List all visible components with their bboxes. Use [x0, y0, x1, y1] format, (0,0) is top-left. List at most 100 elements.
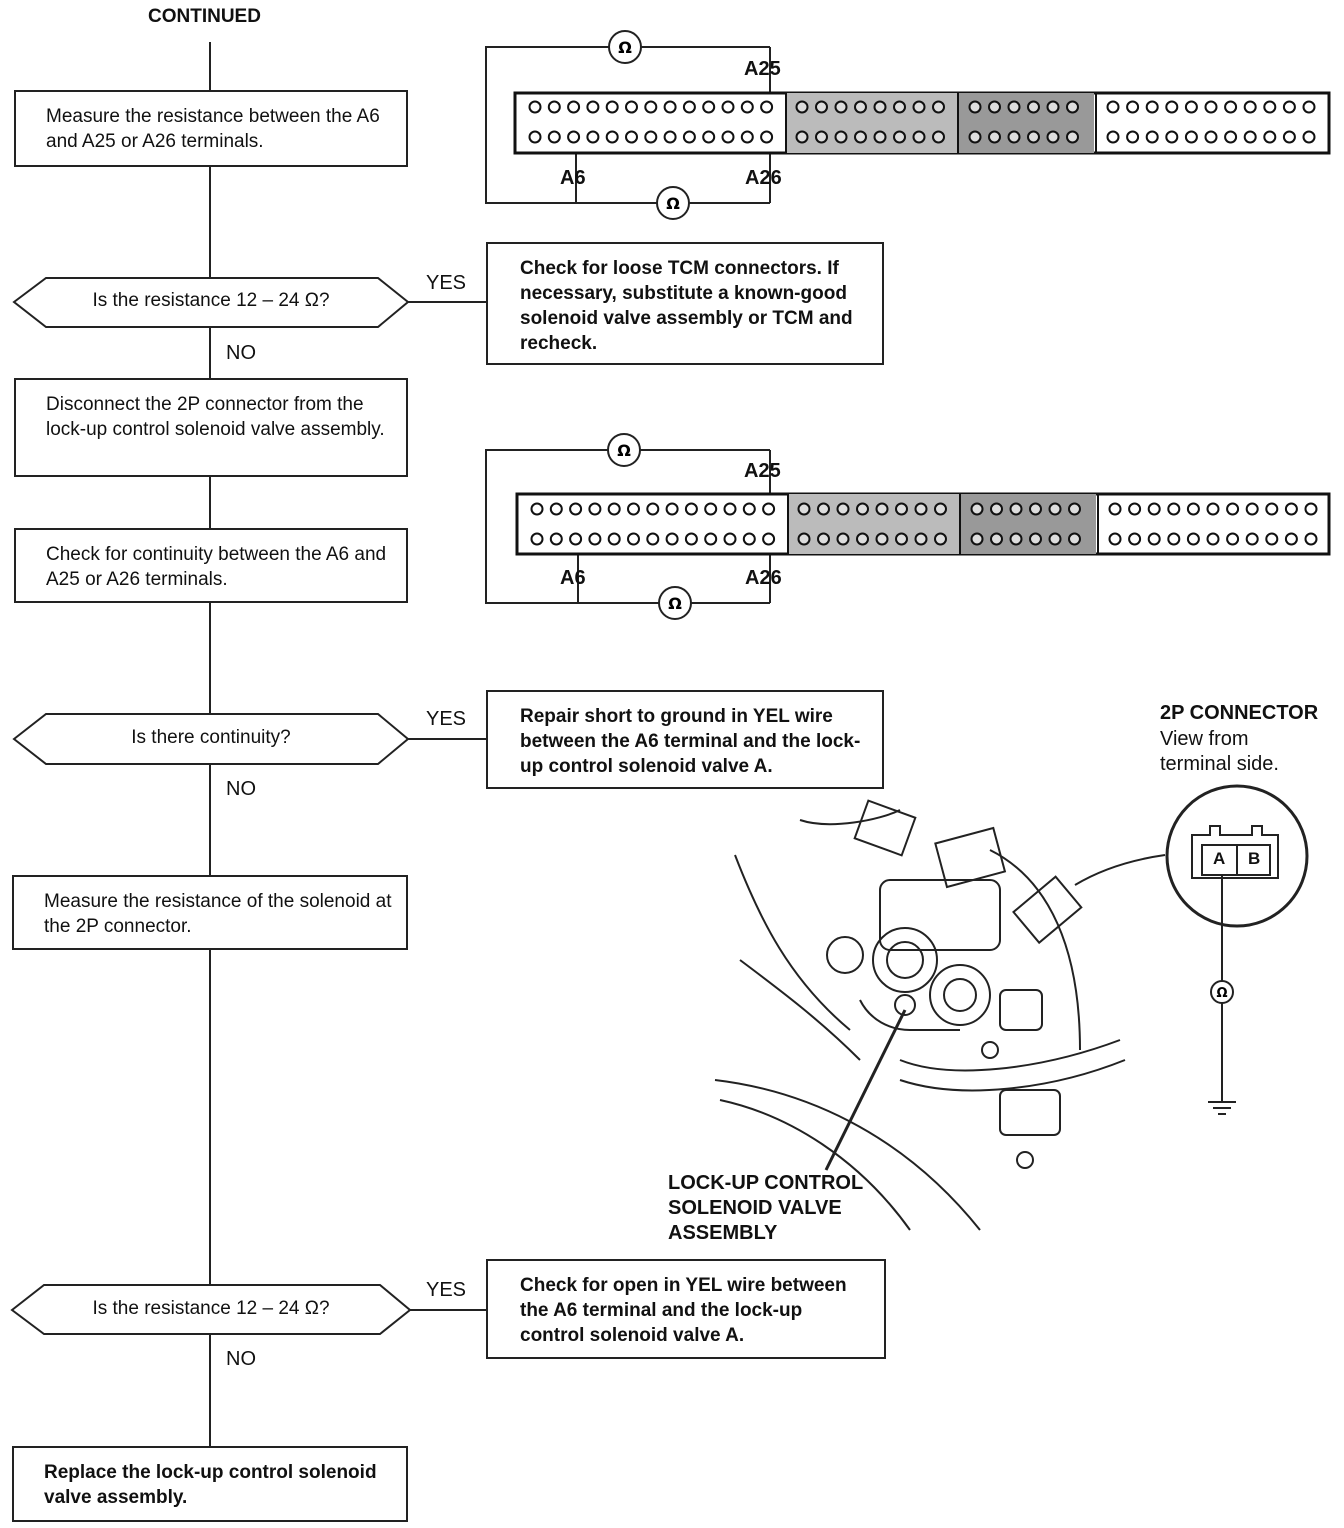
- connector-pin: [1145, 130, 1159, 144]
- connector-pin: [912, 130, 926, 144]
- connector-pin: [893, 100, 906, 114]
- connector-pin: [1066, 100, 1079, 114]
- connector-pin: [797, 502, 811, 516]
- ohmmeter-icon: [1210, 980, 1234, 1004]
- connector-pin: [549, 532, 563, 546]
- ohmmeter-icon: [656, 186, 690, 220]
- connector-pin: [817, 502, 830, 516]
- connector-pin: [1167, 532, 1181, 546]
- connector-pin: [663, 130, 677, 144]
- connector-pin: [1284, 532, 1298, 546]
- connector-pin: [912, 100, 926, 114]
- connector-pin: [644, 100, 658, 114]
- connector-pin: [1304, 502, 1318, 516]
- connector-pin: [605, 130, 619, 144]
- connector-pin: [625, 130, 638, 144]
- connector-pin: [1186, 502, 1200, 516]
- connector-pin: [1066, 130, 1079, 144]
- connector-pin: [742, 502, 756, 516]
- yes-label: YES: [426, 1279, 467, 1301]
- connector-pin: [682, 100, 696, 114]
- ohmmeter-icon: [658, 586, 692, 620]
- connector-pin: [968, 100, 982, 114]
- result-check-open: Check for open in YEL wire between the A…: [486, 1259, 886, 1359]
- connector-pin: [1184, 100, 1198, 114]
- connector-pin: [684, 502, 698, 516]
- connector-pin: [1108, 502, 1122, 516]
- connector-pin: [1165, 100, 1179, 114]
- connector-pin: [721, 130, 735, 144]
- connector-pin: [1304, 532, 1318, 546]
- solenoid-label-line2: SOLENOID VALVE: [668, 1197, 842, 1219]
- connector-pin: [990, 532, 1003, 546]
- connector-pin: [646, 502, 660, 516]
- pin-a26-label: A26: [745, 567, 782, 589]
- connector-pin: [856, 502, 869, 516]
- connector-pin: [1226, 502, 1240, 516]
- connector-pin: [702, 130, 716, 144]
- decision-continuity: Is there continuity?: [131, 727, 291, 748]
- connector-pin: [528, 100, 542, 114]
- connector-pin: [569, 532, 583, 546]
- connector-pin: [1068, 532, 1081, 546]
- connector-pin: [1007, 100, 1021, 114]
- connector-pin: [873, 100, 887, 114]
- connector-pin: [895, 532, 908, 546]
- connector-pin: [797, 532, 811, 546]
- connector-pin: [605, 100, 619, 114]
- connector-pin: [588, 532, 602, 546]
- connector-pin: [586, 100, 600, 114]
- connector-pin: [834, 130, 848, 144]
- step-text: Measure the resistance between the A6 an…: [46, 106, 380, 152]
- connector-pin: [663, 100, 677, 114]
- step-text: Measure the resistance of the solenoid a…: [44, 891, 392, 937]
- connector-pin: [740, 130, 754, 144]
- connector-pin: [914, 532, 928, 546]
- connector-pin: [607, 502, 621, 516]
- connector-pin: [549, 502, 563, 516]
- connector-pin: [932, 130, 945, 144]
- connector-pin: [1265, 532, 1279, 546]
- connector-pin: [588, 502, 602, 516]
- connector-pin: [1282, 100, 1296, 114]
- ohmmeter-icon: [607, 433, 641, 467]
- result-text: Check for open in YEL wire between the A…: [520, 1275, 847, 1346]
- connector-pin: [1029, 502, 1042, 516]
- connector-pin: [1007, 130, 1021, 144]
- connector-pin: [1068, 502, 1081, 516]
- pin-a6-label: A6: [560, 567, 586, 589]
- connector-pin: [721, 100, 735, 114]
- connector-pin: [704, 502, 718, 516]
- connector-pin: [627, 502, 640, 516]
- connector-pin: [567, 100, 581, 114]
- connector-pin: [836, 532, 850, 546]
- connector-pin: [1282, 130, 1296, 144]
- connector-pin: [817, 532, 830, 546]
- continued-label: CONTINUED: [148, 6, 261, 27]
- connector-pin: [1245, 532, 1259, 546]
- connector-pin: [1027, 100, 1040, 114]
- connector-pin: [895, 502, 908, 516]
- connector-pin: [762, 502, 776, 516]
- connector-pin: [1186, 532, 1200, 546]
- connector-pin: [854, 100, 867, 114]
- connector-pin: [547, 100, 561, 114]
- connector-pin: [1302, 130, 1316, 144]
- ground-icon: [1208, 1101, 1236, 1115]
- decision-resistance-1: Is the resistance 12 – 24 Ω?: [92, 290, 330, 311]
- connector-pin: [530, 532, 544, 546]
- connector-pin: [1284, 502, 1298, 516]
- ohm-symbol: Ω: [668, 594, 682, 613]
- connector-pin: [742, 532, 756, 546]
- connector-pin: [815, 130, 828, 144]
- connector-pin: [1009, 532, 1023, 546]
- no-label: NO: [226, 778, 256, 800]
- connector-pin: [1009, 502, 1023, 516]
- connector-pin: [644, 130, 658, 144]
- result-text: Check for loose TCM connectors. If neces…: [520, 258, 853, 354]
- connector-pin: [1204, 100, 1218, 114]
- connector-pin: [1145, 100, 1159, 114]
- no-label: NO: [226, 1348, 256, 1370]
- connector-pin: [1048, 502, 1062, 516]
